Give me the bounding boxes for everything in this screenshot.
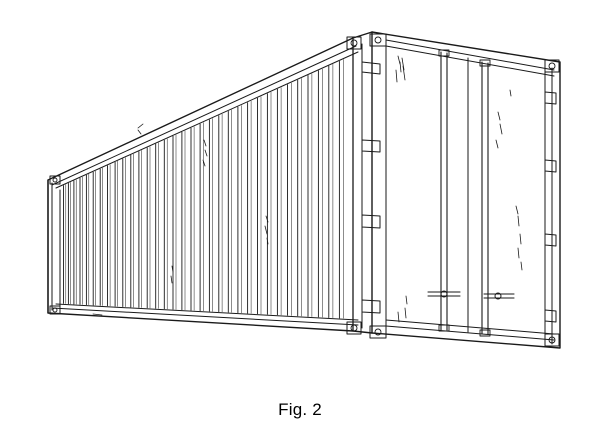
door-locking-bars	[438, 49, 491, 337]
door-handles	[427, 290, 515, 300]
figure-caption: Fig. 2	[278, 400, 322, 419]
side-wall-corrugations	[63, 59, 344, 319]
container-door-end	[361, 31, 561, 349]
container-side-wall	[47, 31, 373, 334]
door-hinges-left	[361, 61, 381, 314]
door-texture-marks	[395, 55, 523, 323]
container-far-end-frame	[47, 175, 61, 315]
side-wall-texture-marks	[92, 129, 269, 316]
container-corner-post	[346, 31, 387, 339]
door-hinges-right	[544, 91, 557, 323]
